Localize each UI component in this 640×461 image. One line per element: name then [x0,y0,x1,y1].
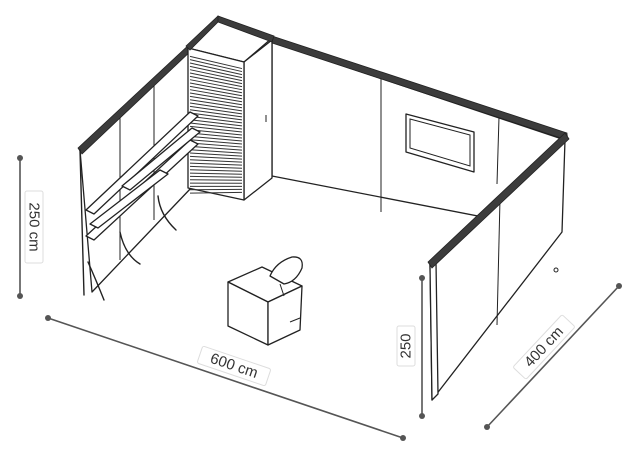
slat-line [189,62,243,76]
wall-shelves [85,111,201,301]
right-wall [427,132,570,401]
slat-line [189,95,243,106]
slat-line [189,55,243,70]
left-height-label: 250 cm [26,202,43,251]
dimension-width: 600 cm [45,315,406,441]
slat-line [189,155,243,160]
slat-line [189,79,243,91]
slat-line [189,119,243,127]
slat-line [189,191,243,194]
slat-line [189,162,243,166]
slat-line [189,145,243,151]
slat-line [189,122,243,130]
storage-slats [189,55,243,194]
slat-line [189,129,243,136]
slat-line [189,72,243,85]
slat-line [189,152,243,157]
slat-line [189,105,243,115]
slat-line [189,139,243,145]
slat-line [189,69,243,82]
slat-line [189,159,243,163]
slat-line [189,165,243,169]
storage-closet [185,15,275,201]
slat-line [189,65,243,79]
width-label: 600 cm [208,350,260,382]
slat-line [189,75,243,88]
slat-line [189,112,243,121]
slat-line [189,102,243,112]
tv-screen-icon [405,113,475,173]
slat-line [189,92,243,103]
slat-line [189,99,243,109]
slat-line [189,115,243,124]
depth-label: 400 cm [521,323,567,371]
slat-line [189,125,243,133]
slat-line [189,89,243,100]
slat-line [189,82,243,94]
slat-line [189,172,243,175]
slat-line [189,142,243,148]
dimension-front-height: 250 [396,275,425,419]
slat-line [189,169,243,172]
chair-icon [269,256,303,297]
slat-line [189,175,243,178]
slat-line [189,109,243,118]
slat-line [189,85,243,97]
front-height-label: 250 [398,333,415,358]
slat-line [189,149,243,154]
slat-line [189,135,243,142]
slat-line [189,59,243,73]
dimension-left-height: 250 cm [17,155,44,299]
reception-counter [227,266,303,346]
slat-line [189,179,243,181]
